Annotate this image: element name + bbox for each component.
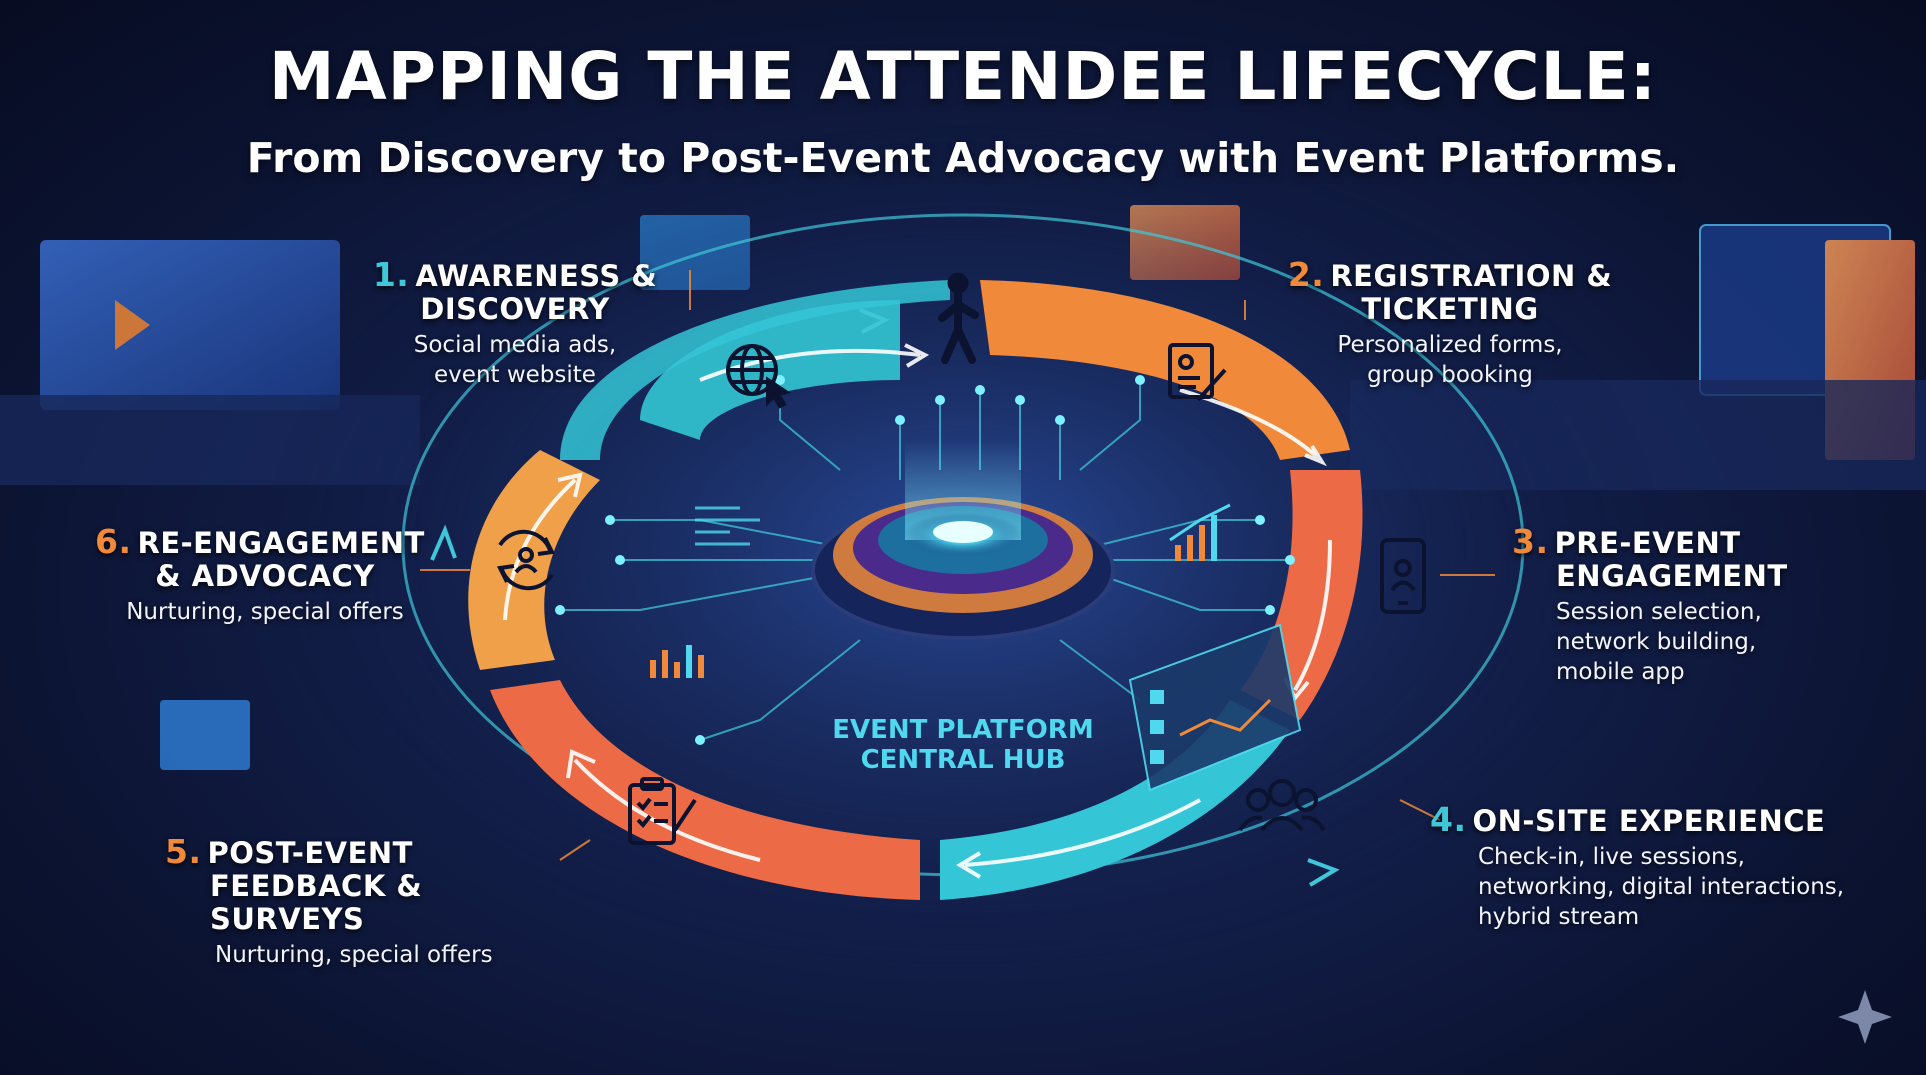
orbit-arrows [430,308,1340,887]
stage-2-desc-line1: Personalized forms, [1337,332,1563,358]
stage-4-title-line1: ON-SITE EXPERIENCE [1472,804,1826,838]
page-title: MAPPING THE ATTENDEE LIFECYCLE: [268,38,1658,115]
stage-4-desc-line3: hybrid stream [1478,904,1640,930]
stage-5-label: 5.POST-EVENT FEEDBACK & SURVEYS Nurturin… [165,835,565,970]
stage-1-title-line1: AWARENESS & [415,259,658,293]
stage-1-desc-line2: event website [434,362,596,388]
segment-2 [980,280,1350,460]
hub-label-line1: EVENT PLATFORM [832,715,1093,745]
sparkle-icon [1838,990,1892,1044]
left-screen [40,240,340,410]
stage-4-number: 4. [1430,800,1467,839]
refresh-people-icon [496,529,556,591]
label-connectors [420,270,1495,861]
globe-cursor-icon [726,344,791,409]
stage-5-desc-line1: Nurturing, special offers [215,942,493,968]
stage-3-label: 3.PRE-EVENT ENGAGEMENT Session selection… [1512,525,1812,687]
stage-2-desc-line2: group booking [1367,362,1533,388]
stage-5-title-line2: FEEDBACK & SURVEYS [210,869,423,936]
stage-1-desc-line1: Social media ads, [413,332,617,358]
stage-6-title-line2: & ADVOCACY [155,559,375,593]
clipboard-checklist-icon [628,777,697,845]
stage-6-label: 6.RE-ENGAGEMENT & ADVOCACY Nurturing, sp… [95,525,435,627]
stage-6-title-line1: RE-ENGAGEMENT [137,526,425,560]
stage-3-desc-line2: network building, [1556,629,1757,655]
stage-3-title-line1: PRE-EVENT [1554,526,1741,560]
stage-3-desc-line3: mobile app [1556,659,1685,685]
form-pen-icon [1168,343,1227,402]
stage-1-number: 1. [372,255,410,294]
stage-4-label: 4.ON-SITE EXPERIENCE Check-in, live sess… [1430,803,1900,932]
mini-bar-chart [650,645,704,678]
stage-6-number: 6. [95,522,132,561]
stage-3-number: 3. [1512,522,1549,561]
stage-2-label: 2.REGISTRATION & TICKETING Personalized … [1270,258,1630,390]
play-icon [115,300,150,350]
people-group-icon [1238,779,1326,832]
stage-1-label: 1.AWARENESS & DISCOVERY Social media ads… [355,258,675,390]
segment-5 [490,680,920,900]
stage-6-desc-line1: Nurturing, special offers [126,599,404,625]
stage-4-desc-line2: networking, digital interactions, [1478,874,1845,900]
stage-5-title-line1: POST-EVENT [207,836,413,870]
stage-3-title-line2: ENGAGEMENT [1556,559,1788,593]
ring-arrows [503,343,1332,879]
stage-2-number: 2. [1287,255,1325,294]
stage-1-title-line2: DISCOVERY [420,292,610,326]
stage-5-number: 5. [165,832,202,871]
stage-2-title-line2: TICKETING [1361,292,1539,326]
dashboard-panel [1128,623,1302,792]
circuit-nodes [555,375,1295,745]
stage-4-desc-line1: Check-in, live sessions, [1478,844,1745,870]
stage-2-title-line1: REGISTRATION & [1330,259,1613,293]
segment-6 [468,450,600,670]
walking-person-icon [938,272,979,364]
hub-label-line2: CENTRAL HUB [861,745,1066,775]
page-subtitle: From Discovery to Post-Event Advocacy wi… [246,134,1680,182]
central-hub [811,440,1115,640]
mini-growth-chart [1169,503,1231,561]
mobile-app-icon [1380,538,1426,614]
code-lines [695,506,760,546]
audience-screen [160,700,250,770]
stage-3-desc-line1: Session selection, [1556,599,1762,625]
